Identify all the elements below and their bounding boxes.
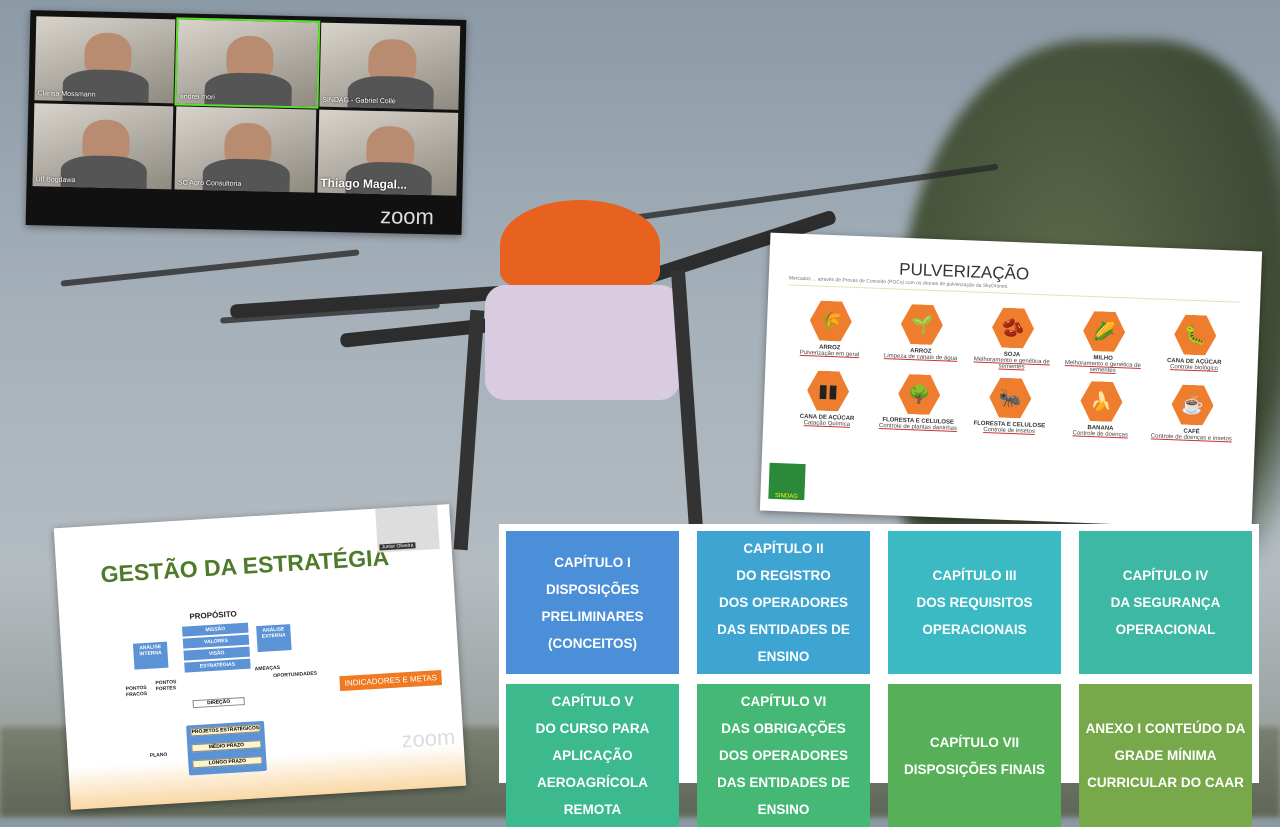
ant-icon: 🐜 [989,377,1033,419]
crop-description: Pulverização em geral [799,349,860,359]
sindag-logo: SINDAG [768,462,806,501]
agricultural-drone [60,163,1000,551]
analise-interna-box: ANÁLISE INTERNA [132,641,169,670]
participant-name: Clarisa Mossmann [37,89,96,99]
zoom-logo: zoom [379,203,435,230]
soybean-icon: 🫘 [991,307,1035,349]
plano-label: PLANO [149,751,168,759]
oportunidades-label: OPORTUNIDADES [273,670,318,680]
participant-name: SC Agro Consultoria [177,179,242,188]
presenter-name: Junior Oliveira [379,542,416,551]
estrategias-box: ESTRATÉGIAS [184,658,251,673]
participant-tile[interactable]: Thiago Magal... [317,109,459,196]
sugarcane-icon: ▮▮ [806,370,850,412]
crop-description: Controle de insetos [983,426,1036,435]
corn-icon: 🌽 [1082,311,1126,353]
chapter-card: CAPÍTULO V DO CURSO PARA APLICAÇÃO AEROA… [506,684,679,827]
chapter-card: CAPÍTULO II DO REGISTRO DOS OPERADORES D… [697,531,870,674]
participant-tile[interactable]: Ulf Bogdawa [32,102,174,190]
crop-description: Melhoramento e genética de sementes [973,356,1050,371]
pontos-fracos-label: PONTOS FRACOS [125,684,148,699]
chapter-card: ANEXO I CONTEÚDO DA GRADE MÍNIMA CURRICU… [1079,684,1252,827]
participant-tile[interactable]: SINDAG - Gabriel Colle [319,22,461,110]
trees-icon: 🌳 [897,374,941,416]
participant-tile[interactable]: SC Agro Consultoria [174,105,316,193]
crop-description: Controle de doenças [1072,430,1128,439]
ameacas-label: AMEAÇAS [254,664,281,673]
analise-externa-box: ANÁLISE EXTERNA [256,624,292,653]
caterpillar-icon: 🐛 [1174,314,1218,356]
coffee-bean-icon: ☕ [1171,384,1215,426]
banana-icon: 🍌 [1080,381,1124,423]
participant-name: Ulf Bogdawa [35,176,76,185]
proposito-label: PROPÓSITO [189,609,238,622]
participant-name: SINDAG - Gabriel Colle [322,96,396,105]
sprout-water-icon: 🌱 [900,304,944,346]
chapters-grid: CAPÍTULO I DISPOSIÇÕES PRELIMINARES (CON… [499,524,1259,827]
gestao-estrategia-slide: Junior Oliveira GESTÃO DA ESTRATÉGIA PRO… [53,504,467,810]
chapter-card: CAPÍTULO I DISPOSIÇÕES PRELIMINARES (CON… [506,531,679,674]
zoom-logo: zoom [400,724,456,753]
indicadores-metas-box: INDICADORES E METAS [339,669,443,692]
chapter-card: CAPÍTULO III DOS REQUISITOS OPERACIONAIS [888,531,1061,674]
crop-description: Catação Química [803,420,851,428]
rice-icon: 🌾 [809,300,853,342]
pontos-fortes-label: PONTOS FORTES [155,679,177,693]
participant-tile[interactable]: Clarisa Mossmann [34,16,176,103]
participant-name: Thiago Magal... [320,175,408,192]
participant-name: andrei mori [179,92,215,101]
direcao-box: DIREÇÃO [192,697,245,709]
participant-tile[interactable]: andrei mori [174,17,320,109]
chapter-card: CAPÍTULO VII DISPOSIÇÕES FINAIS [888,684,1061,827]
crop-description: Melhoramento e genética de sementes [1064,360,1142,375]
chapter-card: CAPÍTULO VI DAS OBRIGAÇÕES DOS OPERADORE… [697,684,870,827]
presenter-video: Junior Oliveira [375,504,440,553]
chapter-card: CAPÍTULO IV DA SEGURANÇA OPERACIONAL [1079,531,1252,674]
pulverizacao-slide: PULVERIZAÇÃO Mercados ... através de Pro… [759,232,1263,530]
zoom-meeting-window: Clarisa Mossmann andrei mori SINDAG - Gabr… [25,10,467,235]
crop-description: Controle biológico [1169,364,1219,372]
